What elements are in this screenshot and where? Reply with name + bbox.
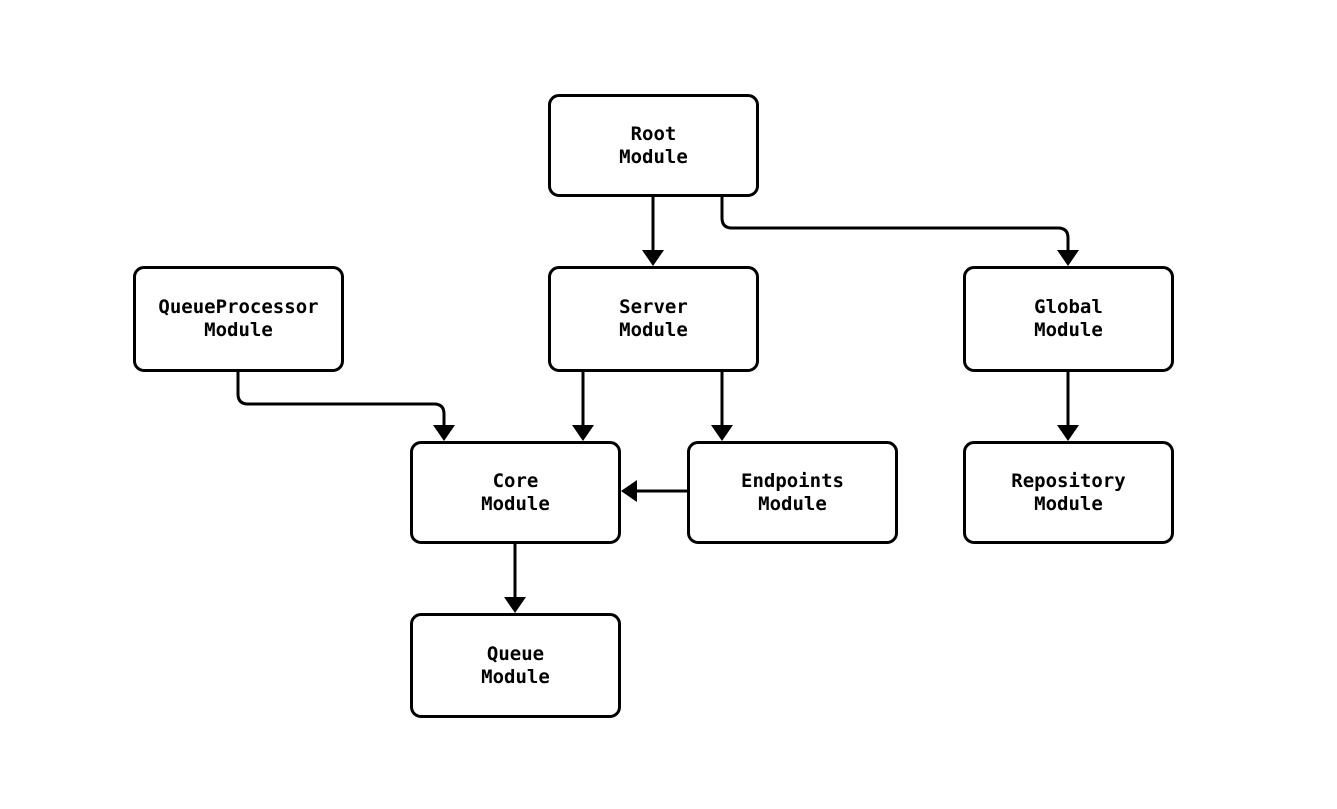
node-label-line2: Module [481,492,550,515]
node-endpoints-module[interactable]: Endpoints Module [687,441,898,544]
node-label-line1: Global [1034,296,1103,318]
node-label-line2: Module [204,319,273,341]
node-queue-module[interactable]: Queue Module [410,613,621,718]
edge-root-to-global [720,197,1070,258]
arrowhead-server-to-endpoints [711,425,733,441]
node-core-module[interactable]: Core Module [410,441,621,544]
node-global-module[interactable]: Global Module [963,266,1174,372]
node-label-line1: QueueProcessor [158,296,319,318]
node-label-line1: Core [492,469,539,492]
arrowhead-global-to-repository [1057,425,1079,441]
arrowhead-server-to-core [572,425,594,441]
arrowhead-root-to-global [1057,250,1079,266]
node-server-module[interactable]: Server Module [548,266,759,372]
node-repository-module[interactable]: Repository Module [963,441,1174,544]
node-label-line1: Root [630,122,677,145]
arrowhead-queueprocessor-to-core [433,425,455,441]
node-label-line2: Module [1034,319,1103,341]
arrowhead-endpoints-to-core [621,480,637,502]
node-label-line1: Repository [1011,469,1126,492]
node-label-line2: Module [1034,492,1103,515]
node-root-module[interactable]: Root Module [548,94,759,197]
node-label-line1: Queue [486,642,545,665]
node-label-line1: Endpoints [741,469,844,492]
node-label-line2: Module [481,665,550,688]
node-label-line1: Server [619,296,688,318]
edge-queueprocessor-to-core [236,372,446,433]
arrowhead-core-to-queue [504,597,526,613]
arrowhead-root-to-server [642,250,664,266]
node-queueprocessor-module[interactable]: QueueProcessor Module [133,266,344,372]
node-label-line2: Module [619,145,688,168]
node-label-line2: Module [619,319,688,341]
node-label-line2: Module [758,492,827,515]
